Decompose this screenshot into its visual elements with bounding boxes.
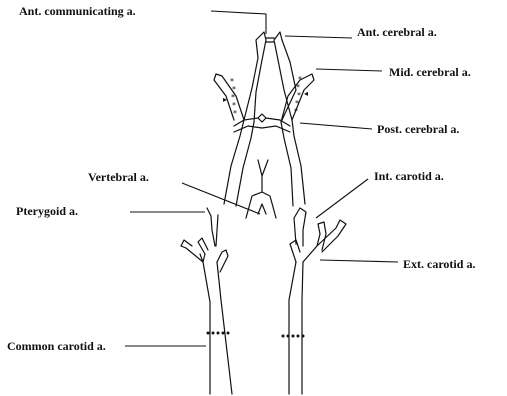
label-int-carotid: Int. carotid a.	[374, 169, 444, 183]
leader-mid-cerebral	[316, 69, 382, 71]
leader-vertebral	[182, 183, 260, 214]
anterior-communicating-artery	[266, 38, 274, 42]
vertebral-junction	[246, 160, 276, 218]
right-external-carotid-branches	[290, 220, 346, 262]
vessel-tree	[181, 32, 346, 394]
label-ext-carotid: Ext. carotid a.	[403, 257, 475, 271]
label-mid-cerebral: Mid. cerebral a.	[389, 65, 471, 79]
right-common-carotid-inner	[302, 262, 303, 394]
right-internal-carotid-inner	[292, 120, 305, 204]
ligature-dots	[207, 332, 305, 338]
left-external-carotid-branches	[181, 238, 228, 272]
label-common-carotid: Common carotid a.	[7, 339, 106, 353]
right-internal-carotid	[281, 122, 293, 206]
left-common-carotid-inner	[217, 262, 232, 394]
svg-text:◂: ◂	[304, 89, 308, 98]
right-common-carotid	[289, 262, 296, 394]
label-ant-communicating: Ant. communicating a.	[19, 4, 136, 18]
left-anterior-cerebral	[244, 32, 266, 122]
svg-text:*: *	[233, 109, 237, 118]
right-int-carotid-curve	[294, 208, 306, 246]
left-middle-cerebral	[214, 74, 244, 120]
svg-text:▸: ▸	[223, 95, 227, 104]
leader-ant-communicating	[211, 11, 266, 34]
leader-post-cerebral	[300, 123, 372, 129]
label-vertebral: Vertebral a.	[88, 170, 149, 184]
svg-text:*: *	[294, 107, 298, 116]
left-internal-carotid-inner	[236, 122, 254, 206]
left-common-carotid	[203, 262, 210, 394]
label-post-cerebral: Post. cerebral a.	[377, 122, 459, 136]
leader-int-carotid	[316, 179, 368, 218]
label-pterygoid: Pterygoid a.	[16, 204, 78, 218]
left-pterygoid-artery	[207, 208, 218, 246]
leader-ext-carotid	[320, 260, 398, 262]
leader-ant-cerebral	[285, 36, 352, 38]
label-ant-cerebral: Ant. cerebral a.	[357, 25, 437, 39]
